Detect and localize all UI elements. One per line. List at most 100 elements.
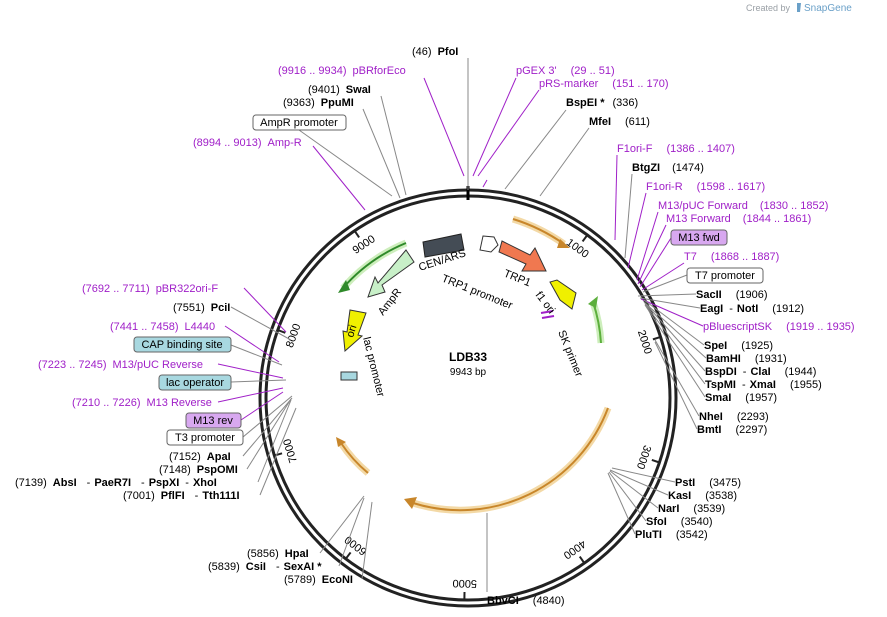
- svg-text:BmtI(2297): BmtI (2297): [697, 424, 767, 436]
- lac-operator-label: lac operator: [166, 377, 224, 389]
- pbluescriptsk-range: (1919 .. 1935): [786, 321, 855, 333]
- lac-operator-box: lac operator: [158, 374, 232, 391]
- ring-tick: [353, 230, 360, 238]
- svg-text:BspEI *(336): BspEI *(336): [566, 97, 638, 109]
- svg-text:pRS-marker(151 .. 170): pRS-marker(151 .. 170): [539, 78, 669, 90]
- leader-line: [504, 109, 567, 190]
- pbrforeco-name: pBRforEco: [353, 65, 406, 77]
- bspdi-name: BspDI: [705, 366, 737, 378]
- f1orir-range: (1598 .. 1617): [697, 181, 766, 193]
- xmai-name: XmaI: [750, 379, 776, 391]
- bbvci-name: BbvCI: [487, 595, 519, 607]
- svg-text:pBluescriptSK(1919 .. 1935): pBluescriptSK(1919 .. 1935): [703, 321, 855, 333]
- t7-promoter-box: T7 promoter: [686, 267, 764, 284]
- pluti-pos: (3542): [676, 529, 708, 541]
- prsmarker-name: pRS-marker: [539, 78, 599, 90]
- ori-label: ori: [344, 324, 359, 339]
- pbrforeco-range: (9916 .. 9934): [278, 65, 347, 77]
- leader-line: [217, 363, 284, 379]
- svg-text:M13 Forward(1844 .. 1861): M13 Forward(1844 .. 1861): [666, 213, 811, 225]
- trp1-feature: [498, 240, 547, 272]
- svg-text:(7692 .. 7711)pBR322ori-F: (7692 .. 7711)pBR322ori-F: [82, 283, 218, 295]
- leader-line: [639, 297, 701, 309]
- lac-promoter-label: lac promoter: [360, 336, 387, 399]
- leader-line: [240, 391, 284, 421]
- ampr-promoter-box: AmpR promoter: [252, 114, 347, 131]
- svg-text:M13/pUC Forward(1830 .. 1852): M13/pUC Forward(1830 .. 1852): [658, 200, 828, 212]
- m13puc-rev-range: (7223 .. 7245): [38, 359, 107, 371]
- paer7i-name: PaeR7I: [94, 477, 131, 489]
- f1orif-range: (1386 .. 1407): [666, 143, 735, 155]
- sacii-pos: (1906): [736, 289, 768, 301]
- swai-pos: (9401): [308, 84, 340, 96]
- svg-text:SpeI(1925): SpeI(1925): [704, 340, 773, 352]
- leader-line: [242, 395, 293, 438]
- m13puc-rev-name: M13/pUC Reverse: [113, 359, 203, 371]
- hpai-name: HpaI: [285, 548, 309, 560]
- ppumi-name: PpuMI: [321, 97, 354, 109]
- svg-text:SmaI(1957): SmaI(1957): [705, 392, 777, 404]
- sfoi-name: SfoI: [646, 516, 667, 528]
- ring-tick: [581, 234, 589, 243]
- leader-line: [627, 192, 647, 269]
- m13-reverse-range: (7210 .. 7226): [72, 397, 141, 409]
- outer-orf-arcs: [336, 215, 612, 514]
- svg-text:MfeI(611): MfeI(611): [589, 116, 650, 128]
- svg-text:NheI(2293): NheI(2293): [699, 411, 769, 423]
- leader-line: [472, 77, 517, 177]
- leader-line: [644, 304, 706, 398]
- svg-text:(7001)PflFI-Tth111I: (7001)PflFI-Tth111I: [123, 490, 240, 502]
- ring-tick-label: 8000: [284, 322, 304, 349]
- absi-sep2: -: [141, 477, 145, 489]
- leader-line: [654, 339, 700, 417]
- svg-text:EagI-NotI(1912): EagI-NotI(1912): [700, 303, 804, 315]
- trp1-promoter-feature: [479, 235, 499, 253]
- nari-name: NarI: [658, 503, 679, 515]
- btgzi-pos: (1474): [672, 162, 704, 174]
- leader-line: [642, 274, 688, 293]
- leader-line: [362, 108, 401, 199]
- plasmid-size: 9943 bp: [450, 367, 487, 378]
- csii-pos: (5839): [208, 561, 240, 573]
- econi-pos: (5789): [284, 574, 316, 586]
- t7-name: T7: [684, 251, 697, 263]
- tspmi-sep: -: [742, 379, 746, 391]
- leader-line: [217, 387, 284, 403]
- l4440-range: (7441 .. 7458): [110, 321, 179, 333]
- svg-text:(9916 .. 9934)pBRforEco: (9916 .. 9934) pBRforEco: [278, 65, 406, 77]
- ppumi-pos: (9363): [283, 97, 315, 109]
- leader-line: [644, 303, 706, 385]
- ring-tick-label: 7000: [281, 437, 299, 464]
- bamhi-pos: (1931): [755, 353, 787, 365]
- bmti-name: BmtI: [697, 424, 721, 436]
- svg-text:(5789)EcoNI: (5789)EcoNI: [284, 574, 353, 586]
- csii-sep: -: [276, 561, 280, 573]
- ring-tick: [578, 555, 586, 564]
- apai-pos: (7152): [169, 451, 201, 463]
- leader-line: [640, 298, 704, 327]
- svg-text:pGEX 3'(29 .. 51): pGEX 3'(29 .. 51): [516, 65, 615, 77]
- pbr322ori-name: pBR322ori-F: [156, 283, 219, 295]
- eagi-pos: (1912): [772, 303, 804, 315]
- leader-line: [611, 467, 676, 483]
- leader-line: [644, 302, 706, 372]
- ampr-feat-name: Amp-R: [268, 137, 302, 149]
- m13-forward-name: M13 Forward: [666, 213, 731, 225]
- ring-tick-label: 3000: [634, 444, 653, 471]
- ring-tick: [344, 551, 352, 560]
- svg-text:(5839)CsiI-SexAI *: (5839)CsiI-SexAI *: [208, 561, 322, 573]
- leader-line: [312, 145, 366, 211]
- absi-sep3: -: [185, 477, 189, 489]
- svg-text:(7139)AbsI-PaeR7I-PspXI-XhoI: (7139)AbsI-PaeR7I-PspXI-XhoI: [15, 477, 217, 489]
- pgex3-range: (29 .. 51): [571, 65, 615, 77]
- kasi-pos: (3538): [705, 490, 737, 502]
- psti-pos: (3475): [709, 477, 741, 489]
- bmti-pos: (2297): [735, 424, 767, 436]
- ring-tick-label: 5000: [452, 577, 477, 589]
- smai-pos: (1957): [745, 392, 777, 404]
- svg-text:SfoI(3540): SfoI(3540): [646, 516, 713, 528]
- snapgene-logo: [797, 3, 801, 12]
- svg-text:PstI(3475): PstI(3475): [675, 477, 741, 489]
- absi-name: AbsI: [53, 477, 77, 489]
